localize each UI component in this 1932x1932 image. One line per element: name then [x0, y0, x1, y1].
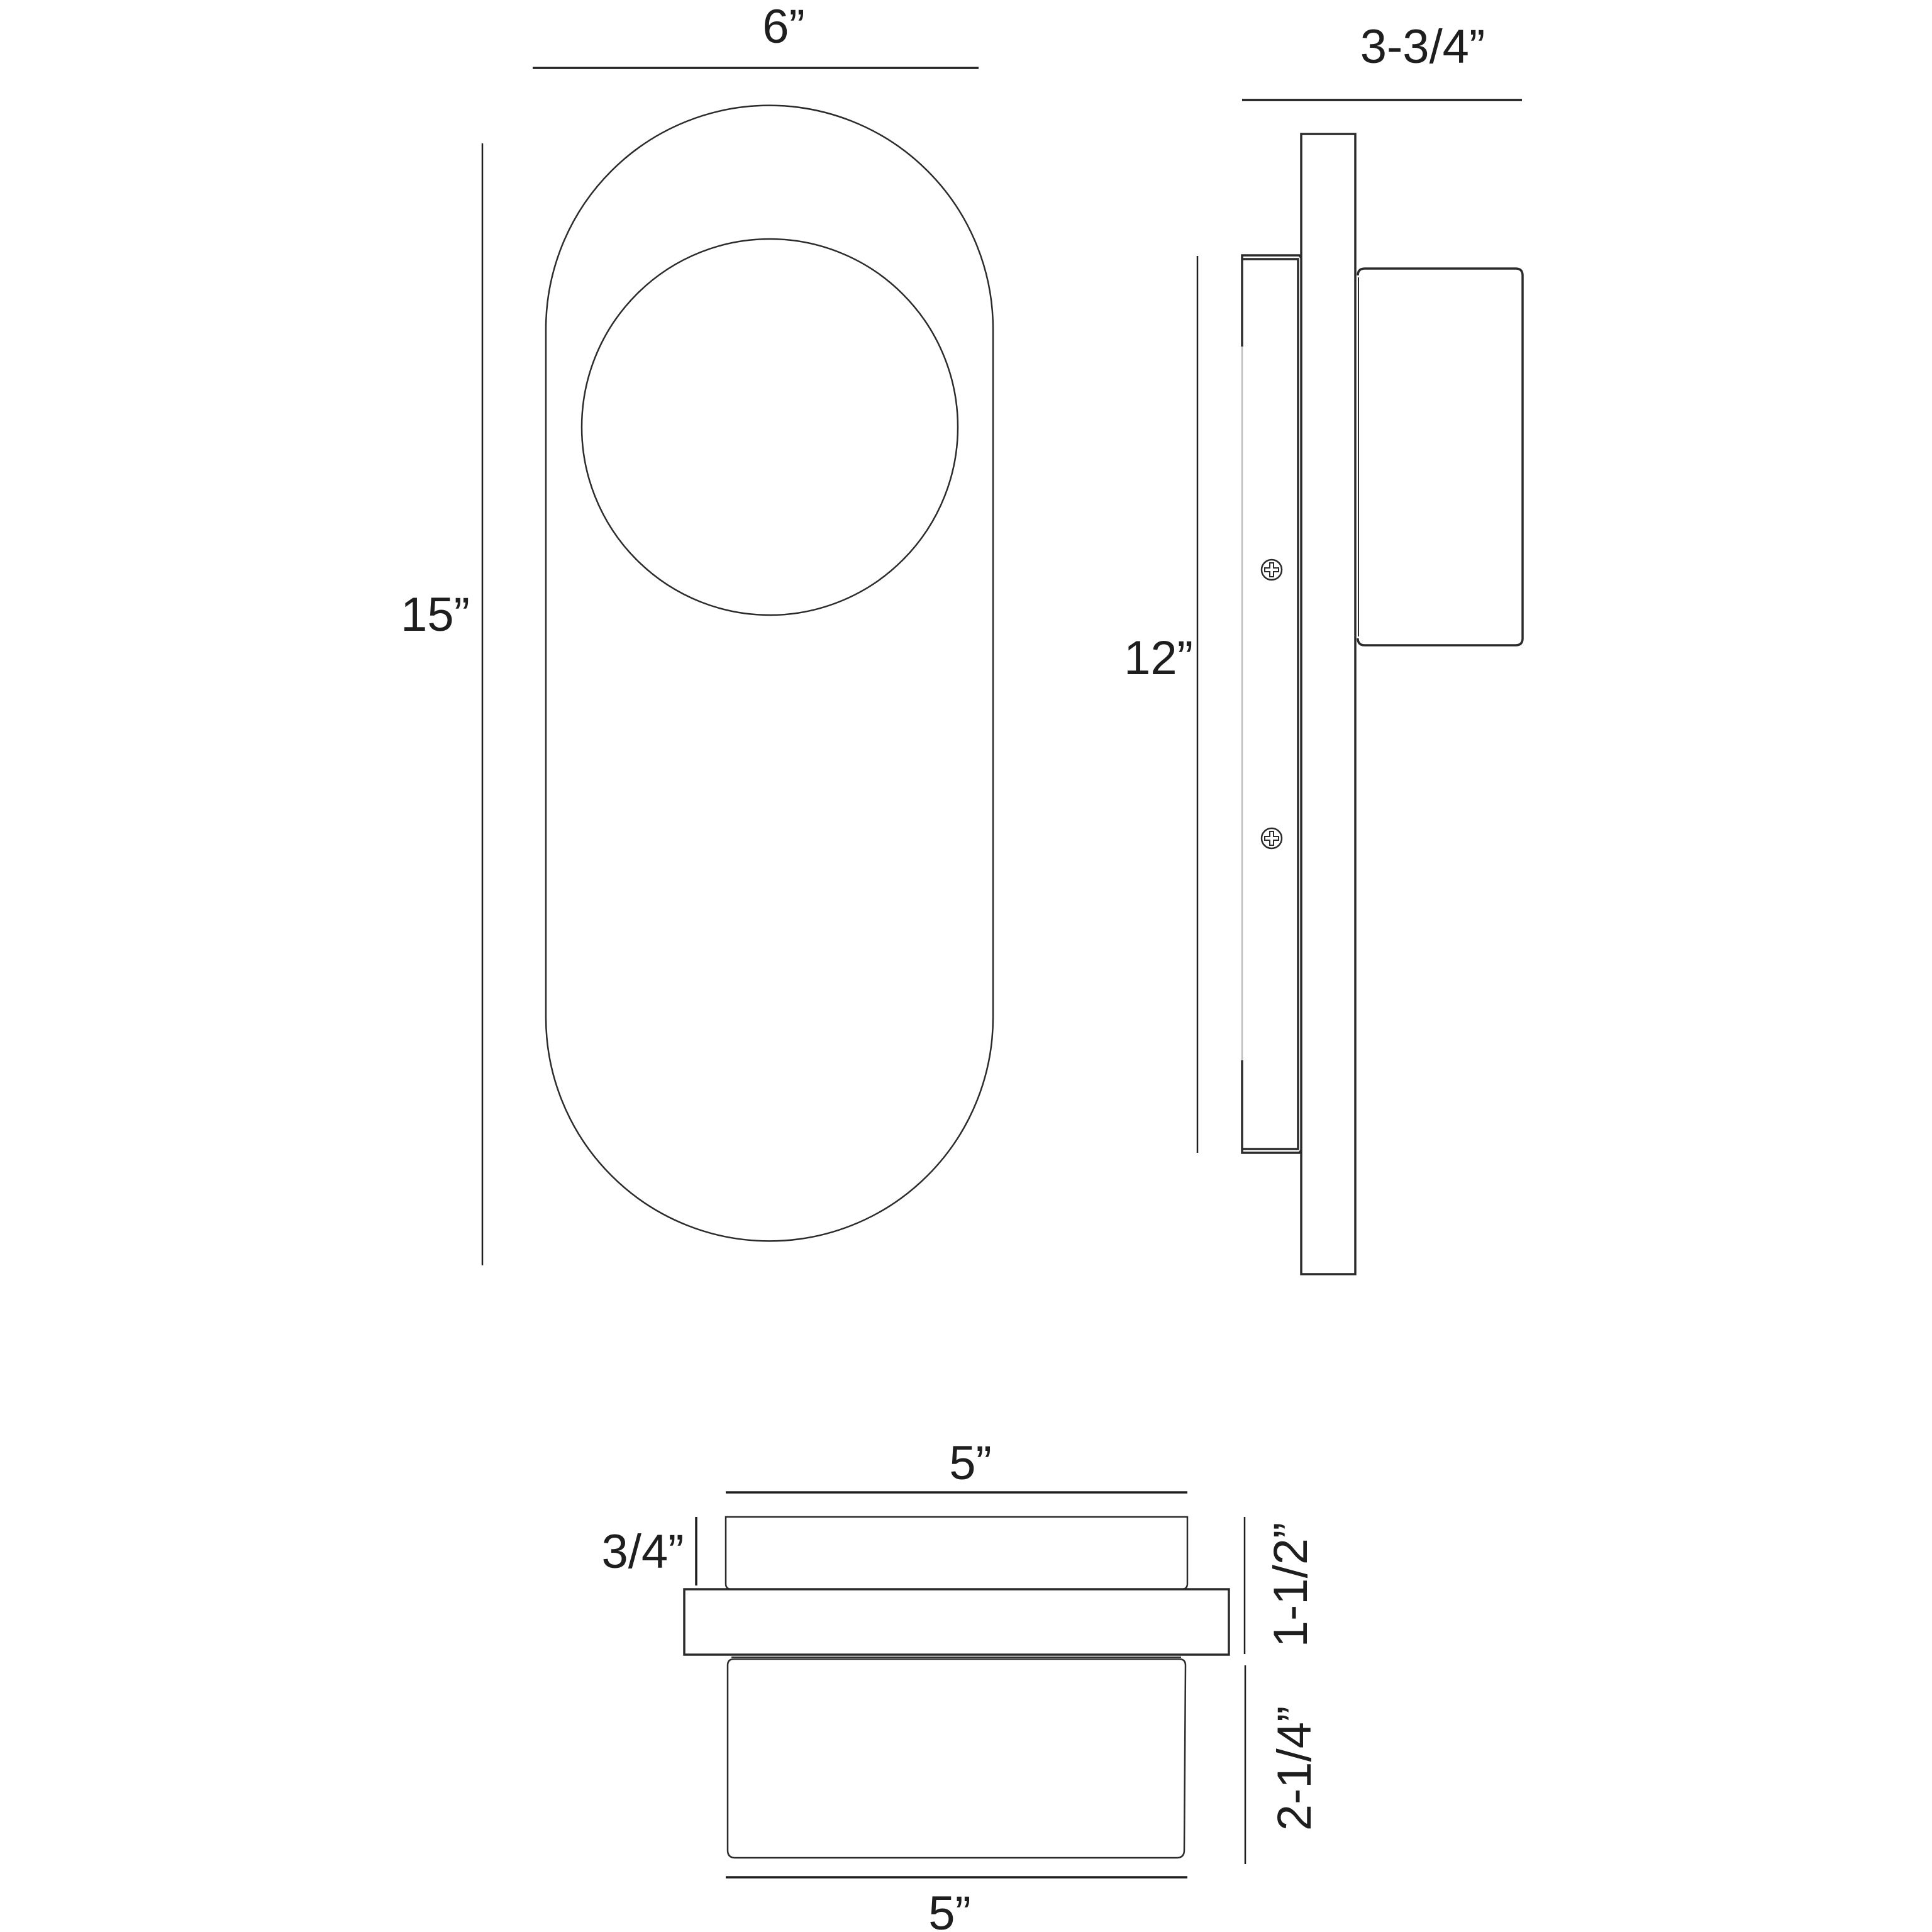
cap-height-label: 3/4” [602, 1525, 684, 1579]
bottom-view: 5” 3/4” 5” 1-1/2” 2-1/4” [602, 1436, 1321, 1932]
lower-height-label: 2-1/4” [1268, 1706, 1321, 1831]
upper-height-label: 1-1/2” [1264, 1523, 1318, 1648]
side-depth-label: 3-3/4” [1360, 20, 1485, 74]
rear-plate-lower-edge [1241, 1060, 1302, 1154]
rear-plate-inner-outline [1243, 258, 1299, 1150]
side-backplate-height-label: 12” [1124, 631, 1193, 685]
phillips-screw-icon [1260, 558, 1283, 581]
top-cap-outline [724, 1516, 1189, 1591]
shade-profile [1357, 267, 1524, 647]
lower-glass-outline [726, 1658, 1187, 1859]
phillips-screw-icon [1260, 827, 1283, 850]
bottom-width-label: 5” [928, 1887, 971, 1932]
globe-shade-circle [580, 238, 959, 616]
side-view: 3-3/4” 12” [1124, 20, 1524, 1275]
rear-diffuser-plate [1241, 254, 1302, 347]
bottom-top-width-label: 5” [949, 1436, 992, 1490]
front-view: 6” 15” [401, 0, 994, 1265]
mounting-plate-outline [683, 1588, 1230, 1656]
front-height-label: 15” [401, 588, 470, 641]
backplate-pill-outline [545, 104, 994, 1242]
main-backplate-profile [1300, 133, 1357, 1275]
front-width-label: 6” [762, 0, 805, 53]
